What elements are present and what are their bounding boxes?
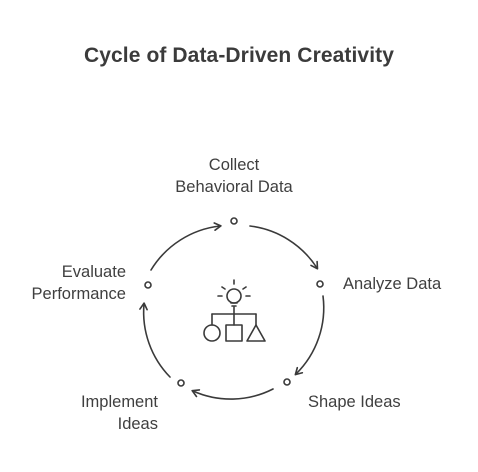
step-label-evaluate-line1: Evaluate <box>61 263 126 281</box>
node-marker-evaluate <box>144 281 152 289</box>
cycle-arrow-shape-to-implement <box>191 388 274 400</box>
node-marker-implement <box>177 379 185 387</box>
cycle-arrow-collect-to-analyze <box>249 225 319 270</box>
cycle-arrow-analyze-to-shape <box>294 295 325 376</box>
node-marker-collect <box>230 217 238 225</box>
cycle-arrow-implement-to-evaluate <box>139 302 171 378</box>
lightbulb-shapes-icon <box>203 279 266 342</box>
step-label-shape: Shape Ideas <box>308 391 401 413</box>
step-label-evaluate: Evaluate Performance <box>0 261 126 305</box>
cycle-arrow-evaluate-to-collect <box>150 222 222 271</box>
step-label-collect: Collect Behavioral Data <box>130 154 338 198</box>
node-marker-shape <box>283 378 291 386</box>
diagram-title: Cycle of Data-Driven Creativity <box>83 44 395 67</box>
step-label-analyze: Analyze Data <box>343 273 441 295</box>
step-label-collect-line1: Collect <box>208 156 260 174</box>
node-marker-analyze <box>316 280 324 288</box>
step-label-implement-line1: Implement <box>80 393 158 411</box>
step-label-implement-line2: Ideas <box>117 415 158 433</box>
step-label-analyze-line1: Analyze Data <box>343 275 442 293</box>
step-label-collect-line2: Behavioral Data <box>175 178 293 196</box>
step-label-shape-line1: Shape Ideas <box>308 393 401 411</box>
step-label-evaluate-line2: Performance <box>31 285 126 303</box>
step-label-implement: Implement Ideas <box>38 391 158 435</box>
